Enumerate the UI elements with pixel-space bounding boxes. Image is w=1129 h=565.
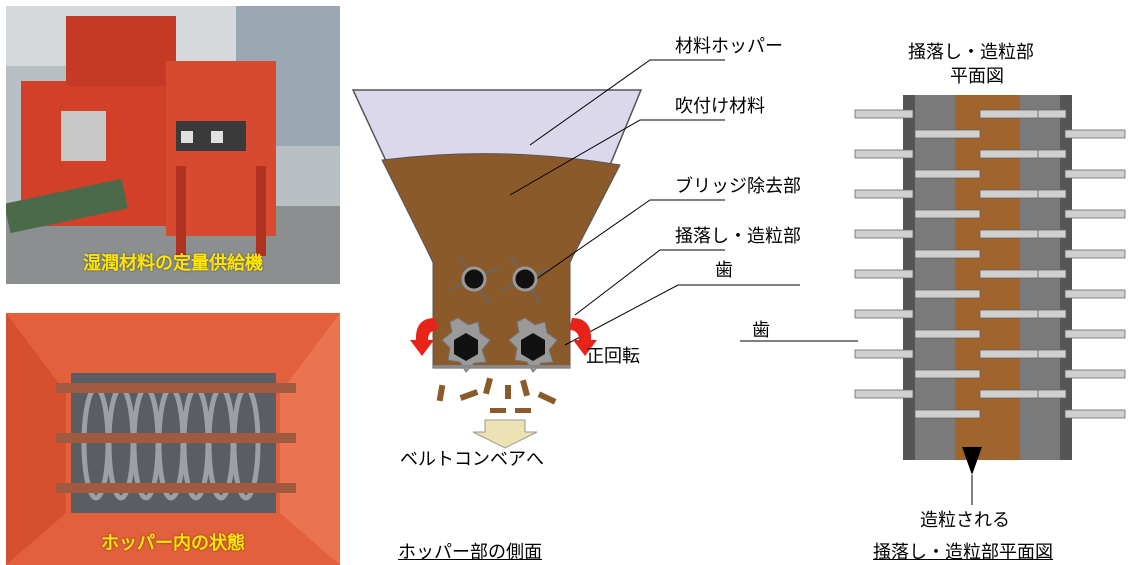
plan-tooth xyxy=(914,329,981,339)
label-scrape-granulation: 掻落し・造粒部 xyxy=(675,226,801,247)
plan-tooth xyxy=(1064,209,1126,219)
leader-hopper xyxy=(529,59,725,146)
plan-tooth xyxy=(1064,289,1126,299)
leader-material xyxy=(509,119,725,196)
plan-tooth xyxy=(914,249,981,259)
plan-tooth xyxy=(914,409,981,419)
rotation-arrow-right xyxy=(569,318,597,356)
plan-tooth xyxy=(854,269,914,279)
bridge-removal-rotor-left xyxy=(449,254,499,304)
plan-tooth xyxy=(979,189,1039,199)
label-granulated: 造粒される xyxy=(920,510,1010,531)
bridge-removal-rotor-right xyxy=(501,254,551,304)
hopper-interior-photo: ホッパー内の状態 xyxy=(6,313,340,565)
side-view-title: ホッパー部の側面 xyxy=(398,542,542,563)
to-conveyor-arrow xyxy=(472,419,538,449)
label-forward-rotation: 正回転 xyxy=(586,346,640,367)
label-bridge-removal: ブリッジ除去部 xyxy=(675,175,801,197)
plan-tooth xyxy=(854,309,914,319)
label-spray-material: 吹付け材料 xyxy=(675,96,765,117)
hopper-side-view-diagram: 材料ホッパー 吹付け材料 ブリッジ除去部 掻落し・造粒部 歯 正回転 ベルトコン… xyxy=(351,36,801,470)
plan-tooth xyxy=(1064,369,1126,379)
plan-tooth xyxy=(979,229,1039,239)
plan-tooth xyxy=(1037,349,1067,359)
inner-column-left xyxy=(915,95,955,460)
plan-tooth xyxy=(1064,329,1126,339)
plan-tooth xyxy=(1037,109,1067,119)
label-plan-tooth: 歯 xyxy=(752,320,770,341)
plan-tooth xyxy=(1064,409,1126,419)
plan-tooth xyxy=(914,289,981,299)
plan-view-title: 掻落し・造粒部平面図 xyxy=(873,542,1053,563)
plan-tooth xyxy=(914,169,981,179)
leader-bridge xyxy=(534,199,725,281)
plan-teeth xyxy=(854,109,1126,419)
hopper-interior-image xyxy=(6,313,340,565)
plan-tooth xyxy=(854,149,914,159)
label-tooth: 歯 xyxy=(715,260,733,281)
scrape-gear-right xyxy=(508,317,558,373)
hopper-photo-caption: ホッパー内の状態 xyxy=(101,533,245,554)
label-to-belt-conveyor: ベルトコンベアへ xyxy=(400,449,544,470)
spray-material xyxy=(381,153,621,369)
plan-tooth xyxy=(979,149,1039,159)
falling-granules xyxy=(436,377,557,413)
leader-tooth xyxy=(564,284,800,346)
plan-tooth xyxy=(854,349,914,359)
plan-tooth xyxy=(1037,269,1067,279)
plan-tooth xyxy=(1037,189,1067,199)
feeder-machine-photo: 湿潤材料の定量供給機 xyxy=(6,6,340,284)
plan-view-heading-line1: 掻落し・造粒部 xyxy=(908,42,1034,63)
plan-view-heading-line2: 平面図 xyxy=(950,66,1004,87)
granulated-arrow xyxy=(962,447,982,475)
leader-scrape xyxy=(574,249,725,316)
plan-tooth xyxy=(979,389,1039,399)
plan-tooth xyxy=(979,309,1039,319)
plan-tooth xyxy=(914,369,981,379)
scrape-gear-left xyxy=(441,317,491,373)
plan-tooth xyxy=(979,269,1039,279)
plan-tooth xyxy=(854,189,914,199)
plan-tooth xyxy=(914,209,981,219)
label-material-hopper: 材料ホッパー xyxy=(675,36,783,57)
plan-view-diagram: 歯 造粒される xyxy=(740,95,1126,531)
plan-tooth xyxy=(979,349,1039,359)
plan-tooth xyxy=(979,109,1039,119)
plan-tooth xyxy=(1037,389,1067,399)
plan-tooth xyxy=(1037,149,1067,159)
plan-tooth xyxy=(854,389,914,399)
plan-tooth xyxy=(1037,309,1067,319)
feeder-photo-caption: 湿潤材料の定量供給機 xyxy=(83,253,263,274)
plan-tooth xyxy=(854,109,914,119)
feeder-machine-image xyxy=(6,6,340,284)
plan-tooth xyxy=(1064,129,1126,139)
plan-tooth xyxy=(854,229,914,239)
plan-tooth xyxy=(1064,169,1126,179)
rotation-arrow-left xyxy=(410,318,438,356)
plan-tooth xyxy=(914,129,981,139)
plan-tooth xyxy=(1064,249,1126,259)
plan-tooth xyxy=(1037,229,1067,239)
